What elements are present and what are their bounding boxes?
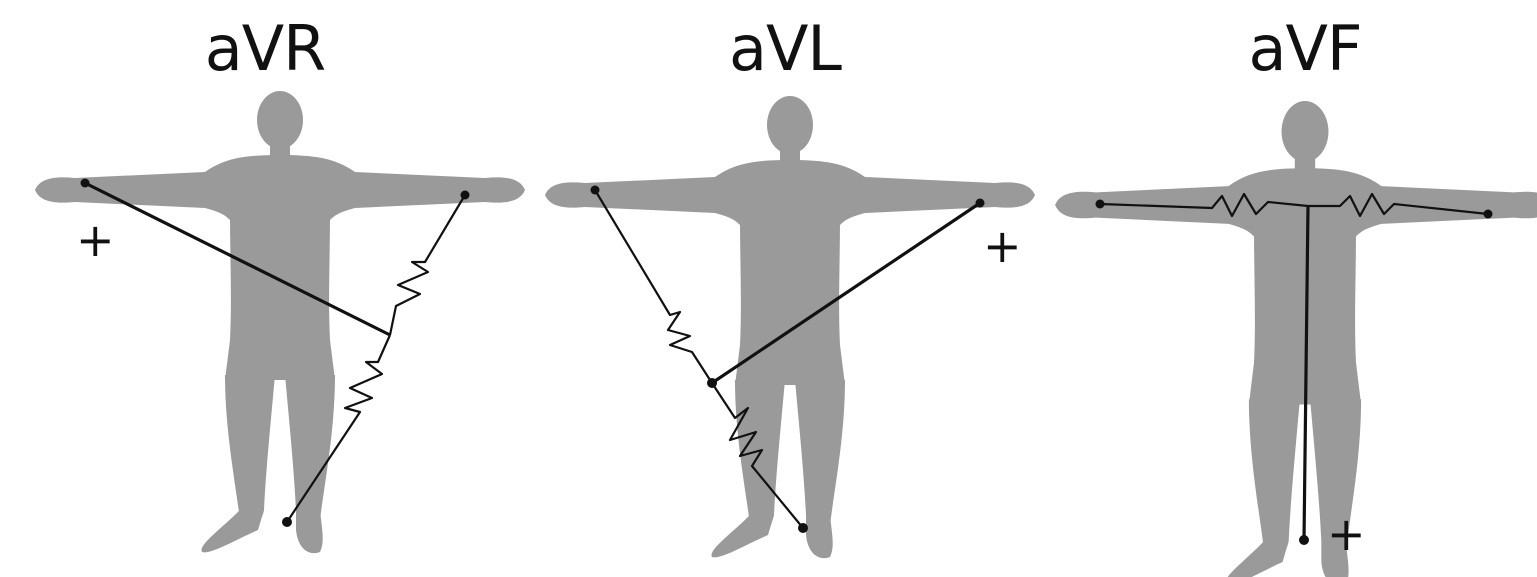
resistor-right-arm-avf: [1099, 192, 1309, 218]
human-figure-avl: [545, 96, 1035, 559]
electrode-right-arm-avf: [1095, 199, 1105, 209]
panel-avl: +: [545, 96, 1035, 559]
positive-terminal-avr: +: [76, 213, 115, 267]
human-figure-avr: [35, 91, 525, 554]
electrode-left-arm-avl: [975, 198, 985, 208]
lead-vector-avl: [711, 201, 981, 385]
electrode-left-arm-avr: [460, 190, 470, 200]
electrode-foot-avr: [282, 517, 292, 527]
positive-terminal-avf: +: [1327, 507, 1366, 561]
resistor-foot-avl: [711, 382, 804, 529]
electrode-right-arm-avr: [80, 178, 90, 188]
lead-title-avf: aVF: [1248, 12, 1362, 85]
lead-vector-avf: [1302, 205, 1310, 541]
human-figure-avf: [1055, 101, 1537, 577]
central-terminal-avl: [707, 378, 717, 388]
lead-title-avl: aVL: [729, 12, 842, 85]
lead-vector-avr: [84, 181, 391, 337]
resistor-left-arm-avr: [388, 194, 466, 336]
electrode-left-arm-avf: [1483, 209, 1493, 219]
electrode-foot-avf: [1299, 535, 1309, 545]
resistor-left-arm-avf: [1308, 192, 1489, 218]
resistor-right-arm-avl: [594, 189, 713, 384]
panel-avf: +: [1055, 101, 1537, 577]
panel-avr: +: [35, 91, 525, 554]
lead-title-avr: aVR: [204, 12, 327, 85]
resistor-foot-avr: [286, 334, 392, 523]
electrode-foot-avl: [798, 523, 808, 533]
positive-terminal-avl: +: [983, 219, 1022, 273]
electrode-right-arm-avl: [590, 185, 600, 195]
